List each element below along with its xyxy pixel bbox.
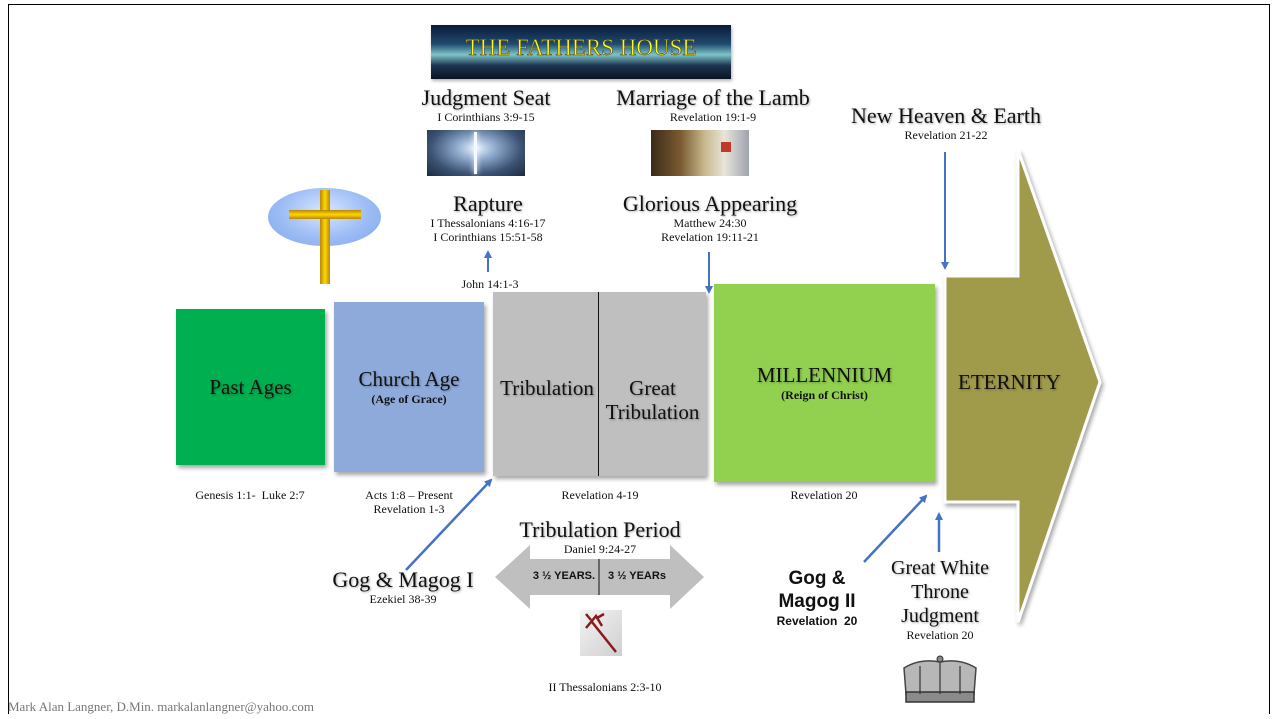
white-throne-line-1: Great White — [891, 557, 989, 579]
judgment-seat: Judgment Seat I Corinthians 3:9-15 — [386, 85, 586, 125]
white-throne-line-2: Throne — [911, 581, 969, 603]
new-heaven-ref: Revelation 21-22 — [904, 128, 988, 142]
rapture-ref-2: I Corinthians 15:51-58 — [433, 230, 543, 244]
glorious-appearing: Glorious Appearing Matthew 24:30 Revelat… — [590, 191, 830, 245]
new-heaven-title: New Heaven & Earth — [851, 103, 1041, 128]
church-age-refs: Acts 1:8 – Present Revelation 1-3 — [334, 488, 484, 516]
gog1-ref: Ezekiel 38-39 — [369, 592, 437, 606]
glorious-ref-1: Matthew 24:30 — [673, 216, 747, 230]
past-ages-title: Past Ages — [209, 374, 292, 399]
gog1-title: Gog & Magog I — [332, 567, 474, 592]
great-tribulation-2: Tribulation — [605, 400, 700, 424]
great-tribulation-1: Great — [629, 376, 676, 400]
great-white-throne: Great White Throne Judgment Revelation 2… — [870, 556, 1010, 642]
first-half-years: 3 ½ YEARS. — [532, 570, 596, 582]
millennium-title: MILLENNIUM — [756, 363, 893, 387]
new-heaven-earth: New Heaven & Earth Revelation 21-22 — [836, 103, 1056, 143]
eternity-arrow — [943, 149, 1102, 623]
church-age-title: Church Age — [358, 367, 460, 391]
gog1-arrow — [405, 478, 493, 571]
tribulation-ref: Revelation 4-19 — [561, 488, 639, 502]
rapture-ref-1: I Thessalonians 4:16-17 — [430, 216, 546, 230]
rapture-john-ref: John 14:1-3 — [461, 277, 519, 291]
eternity-title: ETERNITY — [958, 370, 1061, 394]
white-throne-line-3: Judgment — [901, 605, 979, 627]
church-age-sub: (Age of Grace) — [371, 392, 447, 406]
tribulation-period-ref: Daniel 9:24-27 — [563, 542, 637, 556]
gog2-arrow — [863, 494, 928, 563]
fathers-house-banner: THE FATHERS HOUSE — [431, 25, 731, 79]
glorious-ref-2: Revelation 19:11-21 — [661, 230, 759, 244]
church-age-ref-2: Revelation 1-3 — [373, 502, 445, 516]
judgment-seat-image — [427, 130, 525, 176]
rapture-title: Rapture — [453, 191, 523, 216]
marriage-title: Marriage of the Lamb — [616, 85, 810, 110]
white-throne-ref: Revelation 20 — [906, 628, 974, 642]
cross-icon — [285, 190, 365, 286]
footer-credit: Mark Alan Langner, D.Min. markalanlangne… — [8, 699, 315, 714]
tribulation-divider — [598, 292, 599, 476]
gog-magog-2: Gog & Magog II Revelation 20 — [762, 568, 872, 628]
tribulation-box: Tribulation Great Tribulation — [493, 292, 706, 476]
tribulation-period-title: Tribulation Period — [519, 517, 681, 542]
judgment-seat-ref: I Corinthians 3:9-15 — [437, 110, 535, 124]
tribulation-period: Tribulation Period Daniel 9:24-27 — [500, 517, 700, 557]
millennium-sub: (Reign of Christ) — [781, 388, 868, 402]
church-age-ref-1: Acts 1:8 – Present — [365, 488, 453, 502]
slide-frame — [8, 4, 1270, 714]
second-half-years: 3 ½ YEARs — [608, 570, 666, 582]
marriage-ref: Revelation 19:1-9 — [669, 110, 757, 124]
gog2-line-2: Magog II — [778, 591, 856, 612]
past-ages-box: Past Ages — [176, 309, 325, 465]
past-ages-ref: Genesis 1:1- Luke 2:7 — [195, 488, 305, 502]
church-age-box: Church Age (Age of Grace) — [334, 302, 484, 472]
banner-text: THE FATHERS HOUSE — [465, 35, 697, 61]
millennium-ref: Revelation 20 — [790, 488, 858, 502]
gog-magog-1: Gog & Magog I Ezekiel 38-39 — [318, 567, 488, 607]
marriage-of-the-lamb: Marriage of the Lamb Revelation 19:1-9 — [593, 85, 833, 125]
tribulation-left: Tribulation — [500, 376, 594, 400]
gog2-line-1: Gog & — [788, 568, 846, 589]
trident-icon — [580, 610, 622, 656]
millennium-box: MILLENNIUM (Reign of Christ) — [714, 284, 935, 482]
rapture: Rapture I Thessalonians 4:16-17 I Corint… — [388, 191, 588, 245]
glorious-title: Glorious Appearing — [622, 191, 798, 216]
crown-icon — [900, 654, 980, 706]
gog2-ref: Revelation 20 — [776, 614, 858, 628]
antichrist-ref: II Thessalonians 2:3-10 — [548, 680, 662, 694]
judgment-seat-title: Judgment Seat — [421, 85, 551, 110]
marriage-image — [651, 130, 749, 176]
